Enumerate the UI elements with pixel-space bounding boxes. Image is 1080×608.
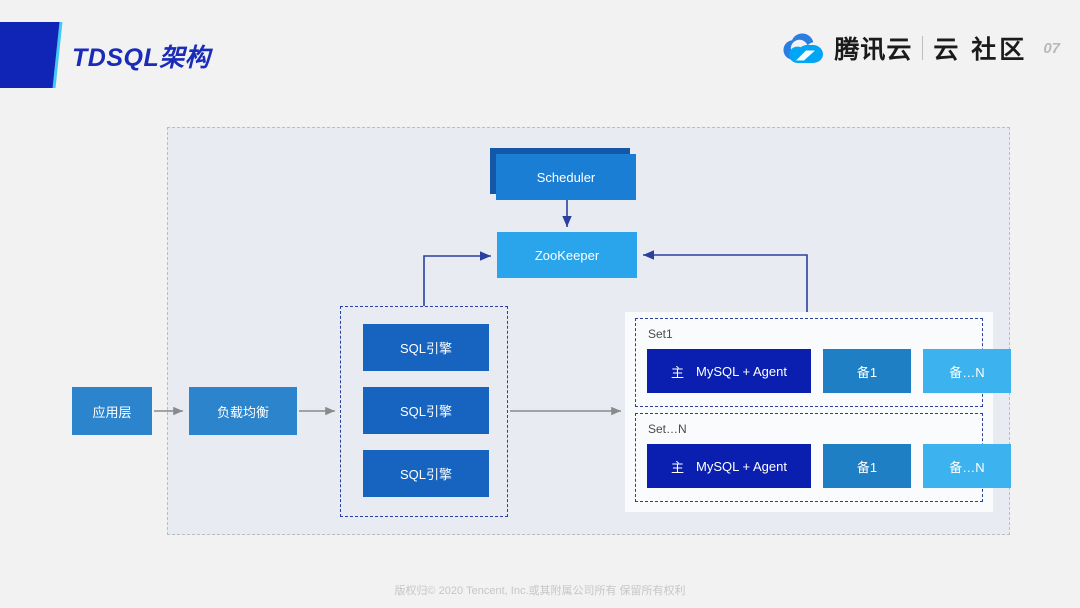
set-row-1: 主 MySQL + Agent 备1 备…N	[647, 349, 1011, 393]
scheduler-label: Scheduler	[496, 154, 636, 200]
app-layer-node[interactable]: 应用层	[72, 387, 152, 435]
brand-name: 腾讯云	[834, 36, 913, 64]
cloud-icon	[783, 33, 824, 63]
set-row-2: 主 MySQL + Agent 备1 备…N	[647, 444, 1011, 488]
brand-logo: 腾讯云 云 社区 07	[782, 30, 1060, 66]
slave-node-2-a[interactable]: 备1	[823, 444, 911, 488]
set-label-2: Set…N	[648, 422, 687, 436]
page-title: TDSQL架构	[72, 44, 211, 72]
sql-engine-node-2[interactable]: SQL引擎	[363, 387, 489, 434]
brand-separator	[922, 36, 924, 60]
master-node-1[interactable]: 主 MySQL + Agent	[647, 349, 811, 393]
slave-node-1-n[interactable]: 备…N	[923, 349, 1011, 393]
master-name-1: MySQL + Agent	[696, 363, 787, 379]
load-balancer-node[interactable]: 负载均衡	[189, 387, 297, 435]
master-name-2: MySQL + Agent	[696, 458, 787, 474]
sql-engine-node-1[interactable]: SQL引擎	[363, 324, 489, 371]
set-label-1: Set1	[648, 327, 673, 341]
slave-node-2-n[interactable]: 备…N	[923, 444, 1011, 488]
set-container-1: Set1 主 MySQL + Agent 备1 备…N	[635, 318, 1011, 407]
scheduler-node[interactable]: Scheduler	[490, 148, 636, 200]
sets-panel: Set1 主 MySQL + Agent 备1 备…N Set…N 主 MySQ…	[625, 312, 1011, 512]
master-tag-1: 主	[671, 364, 685, 380]
sql-engine-group: SQL引擎 SQL引擎 SQL引擎	[340, 306, 508, 517]
set-container-2: Set…N 主 MySQL + Agent 备1 备…N	[635, 413, 1011, 502]
master-tag-2: 主	[671, 459, 685, 475]
sql-engine-node-3[interactable]: SQL引擎	[363, 450, 489, 497]
brand-subtitle: 云 社区	[933, 36, 1028, 64]
slave-node-1-a[interactable]: 备1	[823, 349, 911, 393]
zookeeper-node[interactable]: ZooKeeper	[497, 232, 637, 278]
footer-copyright: 版权归© 2020 Tencent, Inc.或其附属公司所有 保留所有权利	[394, 585, 686, 597]
corner-accent-block	[0, 22, 60, 88]
page-number: 07	[1043, 39, 1060, 57]
master-node-2[interactable]: 主 MySQL + Agent	[647, 444, 811, 488]
